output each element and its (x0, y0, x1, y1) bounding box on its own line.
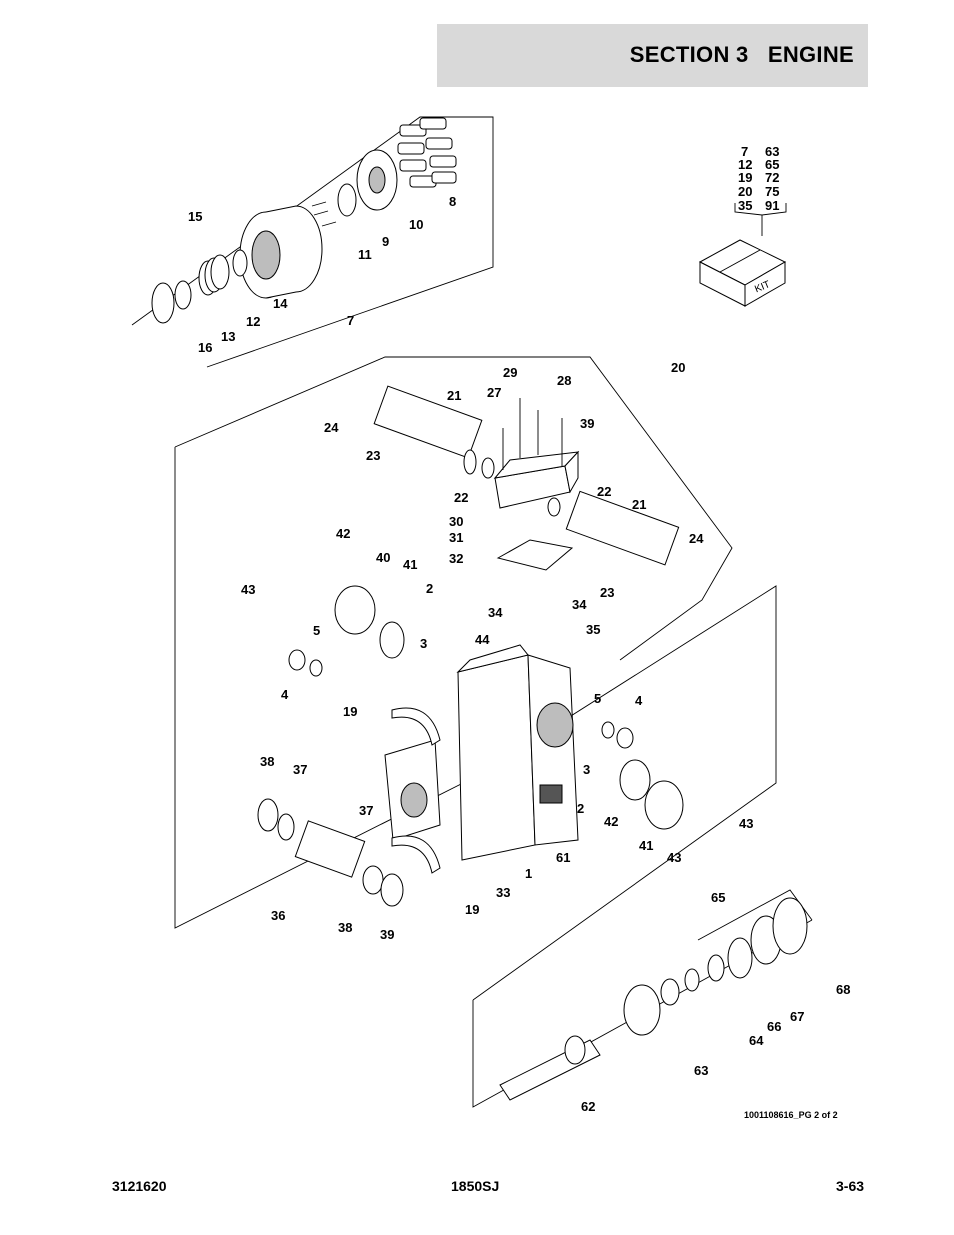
callout-label: 11 (358, 247, 372, 262)
callout-label: 36 (271, 908, 285, 923)
callout-label: 19 (343, 704, 357, 719)
callout-label: 35 (586, 622, 600, 637)
kit-item: 7 (741, 144, 748, 159)
callout-label: 34 (488, 605, 503, 620)
rotating-group-assembly (131, 116, 494, 368)
callout-label: 38 (338, 920, 352, 935)
callout-label: 67 (790, 1009, 804, 1024)
callout-label: 42 (336, 526, 350, 541)
kit-item: 91 (765, 198, 779, 213)
callout-label: 22 (454, 490, 468, 505)
kit-box-icon: KIT (698, 203, 787, 307)
callout-label: 63 (694, 1063, 708, 1078)
callout-label: 5 (594, 691, 601, 706)
callout-label: 2 (426, 581, 433, 596)
callout-label: 40 (376, 550, 390, 565)
kit-label: KIT (753, 279, 772, 295)
callout-label: 34 (572, 597, 587, 612)
callout-label: 24 (689, 531, 704, 546)
callout-label: 21 (632, 497, 646, 512)
callout-label: 37 (359, 803, 373, 818)
section-header: SECTION 3 ENGINE (437, 24, 868, 87)
callout-label: 23 (366, 448, 380, 463)
callout-label: 30 (449, 514, 463, 529)
section-title: SECTION 3 ENGINE (629, 42, 854, 67)
control-valve-assembly (174, 356, 733, 661)
callout-label: 62 (581, 1099, 595, 1114)
callout-label: 7 (347, 313, 354, 328)
callout-label: 32 (449, 551, 463, 566)
callout-label: 20 (671, 360, 685, 375)
callout-label: 1 (525, 866, 532, 881)
footer-page-number: 3-63 (836, 1178, 865, 1194)
kit-item: 65 (765, 157, 779, 172)
callout-label: 61 (556, 850, 570, 865)
callout-label: 21 (447, 388, 461, 403)
kit-item: 63 (765, 144, 779, 159)
callout-label: 14 (273, 296, 288, 311)
callout-label: 66 (767, 1019, 781, 1034)
kit-item: 35 (738, 198, 752, 213)
callout-label: 4 (635, 693, 643, 708)
callout-label: 12 (246, 314, 260, 329)
callout-label: 31 (449, 530, 463, 545)
callout-label: 39 (380, 927, 394, 942)
kit-item: 12 (738, 157, 752, 172)
callout-label: 28 (557, 373, 571, 388)
callout-label: 16 (198, 340, 212, 355)
callout-label: 13 (221, 329, 235, 344)
callout-numbers: 15 8 10 9 11 14 12 7 13 16 20 29 28 27 2… (188, 194, 850, 1114)
kit-contents-list: 7 12 19 20 35 63 65 72 75 91 (738, 144, 779, 213)
callout-label: 10 (409, 217, 423, 232)
callout-label: 29 (503, 365, 517, 380)
drawing-id: 1001108616_PG 2 of 2 (744, 1110, 838, 1120)
callout-label: 41 (639, 838, 653, 853)
callout-label: 65 (711, 890, 725, 905)
callout-label: 3 (420, 636, 427, 651)
callout-label: 22 (597, 484, 611, 499)
callout-label: 24 (324, 420, 339, 435)
callout-label: 68 (836, 982, 850, 997)
callout-label: 19 (465, 902, 479, 917)
callout-label: 64 (749, 1033, 764, 1048)
callout-label: 39 (580, 416, 594, 431)
footer-manual-number: 3121620 (112, 1178, 167, 1194)
callout-label: 27 (487, 385, 501, 400)
callout-label: 37 (293, 762, 307, 777)
callout-label: 42 (604, 814, 618, 829)
kit-item: 75 (765, 184, 779, 199)
callout-label: 43 (667, 850, 681, 865)
callout-label: 8 (449, 194, 456, 209)
drive-shaft-assembly (472, 889, 813, 1108)
callout-label: 3 (583, 762, 590, 777)
callout-label: 43 (739, 816, 753, 831)
callout-label: 5 (313, 623, 320, 638)
callout-label: 44 (475, 632, 490, 647)
kit-item: 20 (738, 184, 752, 199)
pump-housing (174, 447, 777, 1001)
callout-label: 4 (281, 687, 289, 702)
callout-label: 9 (382, 234, 389, 249)
callout-label: 23 (600, 585, 614, 600)
callout-label: 33 (496, 885, 510, 900)
kit-item: 72 (765, 170, 779, 185)
kit-item: 19 (738, 170, 752, 185)
servo-parts (257, 585, 684, 907)
footer-model: 1850SJ (451, 1178, 500, 1194)
callout-label: 2 (577, 801, 584, 816)
callout-label: 38 (260, 754, 274, 769)
callout-label: 43 (241, 582, 255, 597)
callout-label: 15 (188, 209, 202, 224)
callout-label: 41 (403, 557, 417, 572)
